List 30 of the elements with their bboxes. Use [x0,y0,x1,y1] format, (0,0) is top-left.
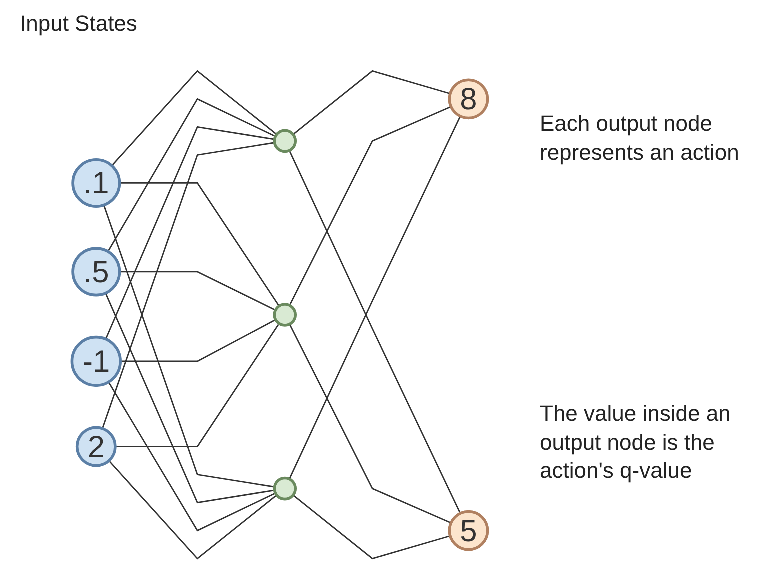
connector [108,98,276,252]
note-text: The value inside an output node is the action's q-value [540,400,732,486]
connector [120,319,276,362]
connector [102,142,275,429]
node-circle: 5 [448,510,490,552]
connector [103,205,275,488]
connector [105,126,275,340]
node-circle: -1 [70,336,122,388]
note-text: Each output node represents an action [540,110,740,167]
connector [288,116,462,480]
node-circle: 2 [76,426,117,468]
connector [120,271,276,311]
node-circle [273,303,298,327]
connector [289,106,452,306]
node-circle: .1 [72,158,122,208]
note-text: Input States [20,10,138,38]
connector [108,382,276,532]
node-circle: .5 [72,247,122,297]
connector [105,293,275,504]
node-circle [273,129,298,154]
node-circle: 8 [448,78,490,120]
connector [115,323,280,448]
node-circle [273,476,298,501]
connector [108,460,278,560]
connector [292,494,451,560]
connector [112,70,278,166]
connector [120,182,280,307]
connector [288,150,462,514]
connector [289,324,452,524]
connector [292,70,451,136]
